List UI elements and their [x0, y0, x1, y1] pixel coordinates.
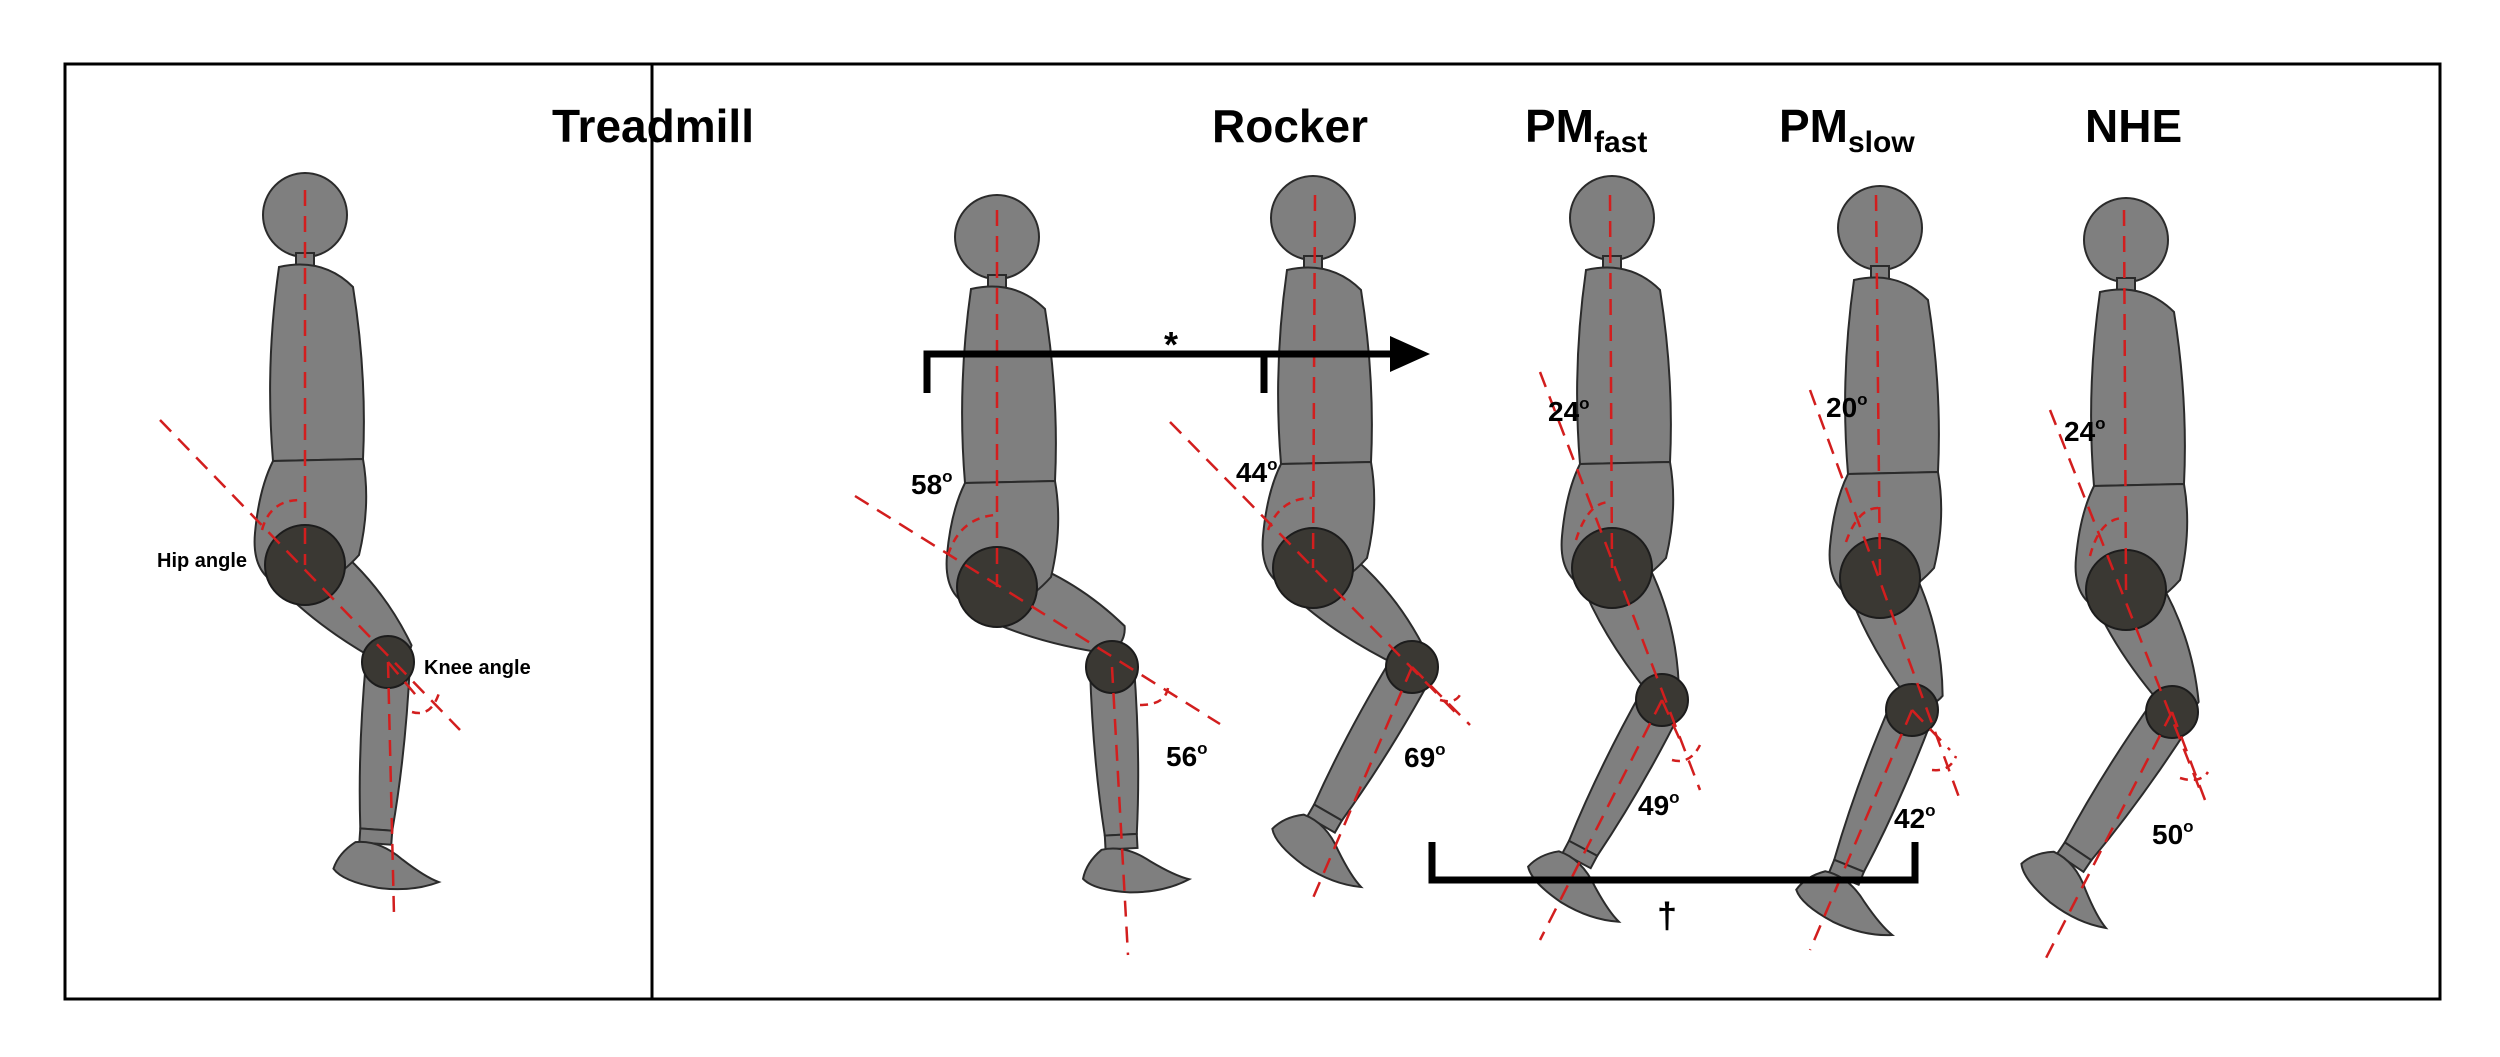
figure-treadmill: [855, 195, 1220, 955]
rocker-title: Rocker: [1212, 100, 1368, 152]
pm-slow-knee-angle: 42o: [1894, 801, 1936, 834]
hip-angle-label: Hip angle: [157, 550, 247, 572]
treadmill-title: Treadmill: [552, 100, 754, 152]
figure-pm-slow: [1790, 186, 1973, 950]
knee-significance-marker: †: [1657, 895, 1677, 936]
pm-fast-title: PMfast: [1525, 100, 1647, 159]
reference-figure: [160, 173, 460, 915]
figure-nhe: [2012, 198, 2226, 960]
treadmill-hip-angle: 58o: [911, 467, 953, 500]
knee-angle-label: Knee angle: [424, 657, 531, 679]
nhe-title: NHE: [2085, 100, 2182, 152]
pm-fast-knee-angle: 49o: [1638, 788, 1680, 821]
hip-significance-marker: *: [1164, 324, 1178, 365]
figure-rocker: [1170, 176, 1470, 905]
treadmill-knee-angle: 56o: [1166, 739, 1208, 772]
rocker-knee-angle: 69o: [1404, 740, 1446, 773]
pm-slow-title: PMslow: [1779, 100, 1915, 159]
nhe-knee-angle: 50o: [2152, 817, 2194, 850]
rocker-hip-angle: 44o: [1236, 455, 1278, 488]
figure-pm-fast: [1520, 176, 1720, 940]
